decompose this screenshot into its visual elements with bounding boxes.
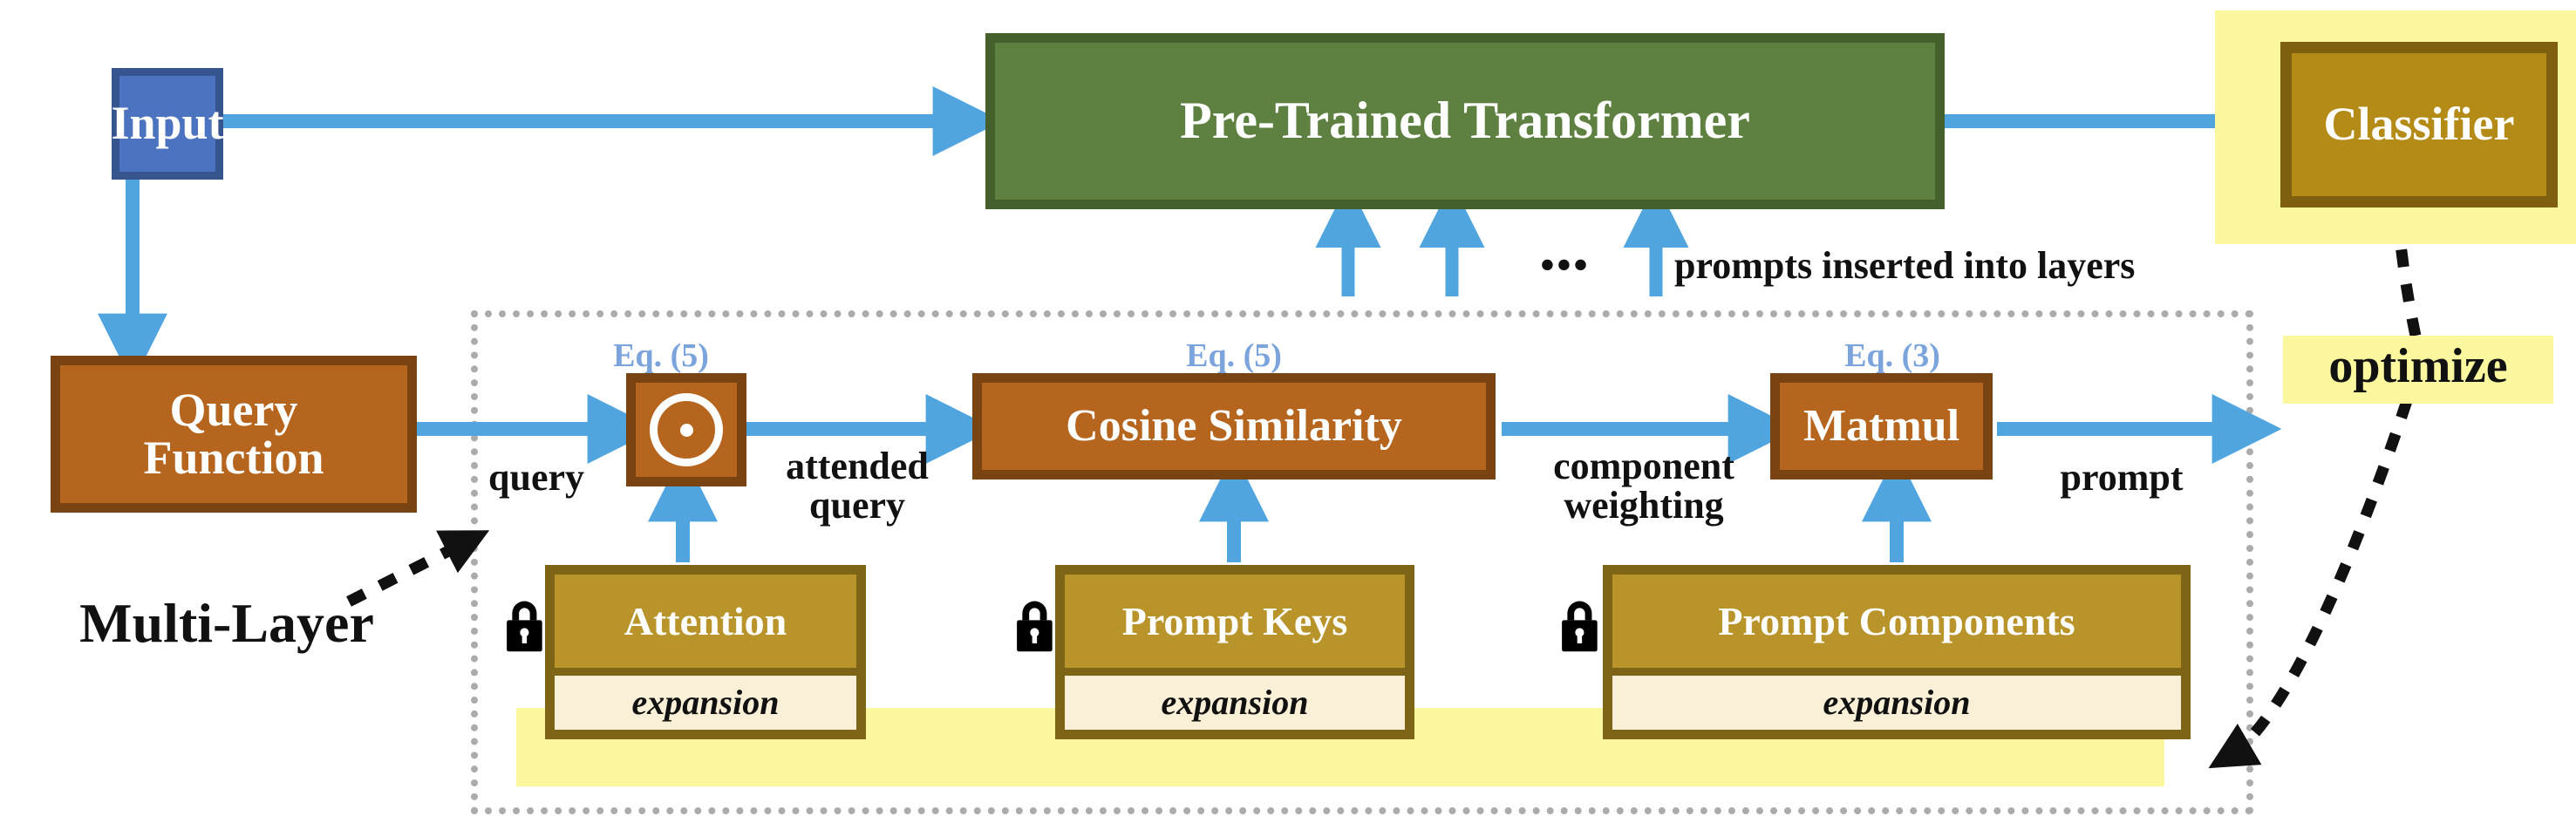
- param-attention[interactable]: Attention expansion: [545, 565, 866, 739]
- node-cosine-similarity[interactable]: Cosine Similarity: [972, 373, 1496, 480]
- node-matmul[interactable]: Matmul: [1770, 373, 1993, 480]
- param-prompt-keys-expansion[interactable]: expansion: [1065, 675, 1405, 730]
- circled-dot-icon: [650, 393, 723, 466]
- node-hadamard-product[interactable]: [626, 373, 746, 486]
- eq-label-hadamard: Eq. (5): [613, 337, 709, 374]
- param-attention-expansion[interactable]: expansion: [555, 675, 856, 730]
- edge-label-query: query: [488, 456, 584, 499]
- param-prompt-components[interactable]: Prompt Components expansion: [1603, 565, 2191, 739]
- arrow-optimize-to-expansion: [2208, 398, 2413, 769]
- annotation-multi-layer: Multi-Layer: [79, 592, 374, 654]
- param-prompt-keys[interactable]: Prompt Keys expansion: [1055, 565, 1414, 739]
- eq-label-matmul: Eq. (3): [1844, 337, 1940, 374]
- node-input[interactable]: Input: [111, 68, 224, 180]
- query-function-label: Query Function: [143, 383, 324, 484]
- param-prompt-keys-label: Prompt Keys: [1065, 575, 1405, 668]
- transformer-label: Pre-Trained Transformer: [1180, 92, 1750, 150]
- node-classifier[interactable]: Classifier: [2280, 42, 2558, 207]
- param-prompt-components-expansion[interactable]: expansion: [1612, 675, 2181, 730]
- optimize-highlight: [2283, 336, 2553, 404]
- edge-label-component-weighting: component weighting: [1553, 445, 1734, 527]
- param-attention-label: Attention: [555, 575, 856, 668]
- node-query-function[interactable]: Query Function: [51, 356, 417, 513]
- annotation-optimize: optimize: [2328, 339, 2508, 393]
- node-pre-trained-transformer[interactable]: Pre-Trained Transformer: [985, 33, 1945, 209]
- edge-label-ellipsis: •••: [1540, 242, 1591, 287]
- eq-label-cosine: Eq. (5): [1186, 337, 1282, 374]
- edge-label-prompt: prompt: [2060, 456, 2184, 499]
- edge-label-prompts-inserted: prompts inserted into layers: [1674, 244, 2136, 287]
- param-prompt-components-label: Prompt Components: [1612, 575, 2181, 668]
- edge-label-attended-query: attended query: [786, 445, 929, 527]
